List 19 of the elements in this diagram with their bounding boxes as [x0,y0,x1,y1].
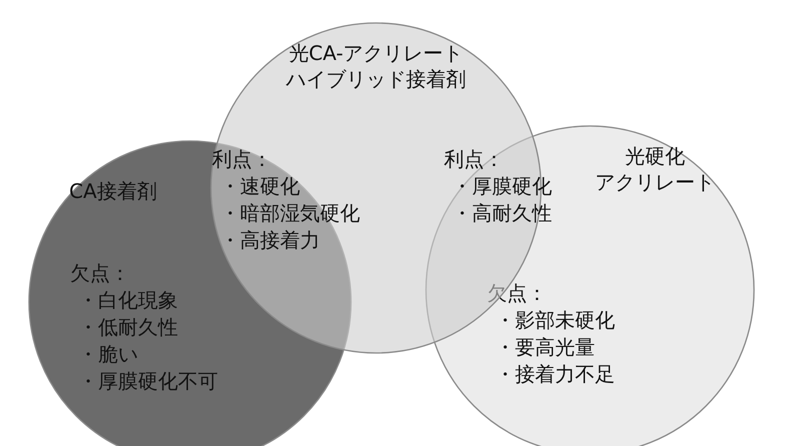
circle-title: 光CA-アクリレートハイブリッド接着剤 [285,40,467,92]
circle-title: CA接着剤 [68,178,158,204]
list-item: ・厚膜硬化 [452,173,552,199]
list-item: ・高耐久性 [452,200,552,226]
list-item: ・低耐久性 [78,314,178,340]
list-item: ・暗部湿気硬化 [220,200,360,226]
circle-title: 光硬化アクリレート [594,143,716,195]
drawback-heading: 欠点： [70,260,130,286]
advantage-heading: 利点： [212,146,272,172]
list-item: ・高接着力 [220,227,320,253]
list-item: ・厚膜硬化不可 [78,368,218,394]
list-item: ・要高光量 [495,334,595,360]
advantage-heading: 利点： [444,146,504,172]
list-item: ・影部未硬化 [495,307,615,333]
list-item: ・白化現象 [78,287,178,313]
list-item: ・速硬化 [220,173,300,199]
drawback-heading: 欠点： [487,280,547,306]
list-item: ・脆い [78,341,138,367]
list-item: ・接着力不足 [495,361,615,387]
